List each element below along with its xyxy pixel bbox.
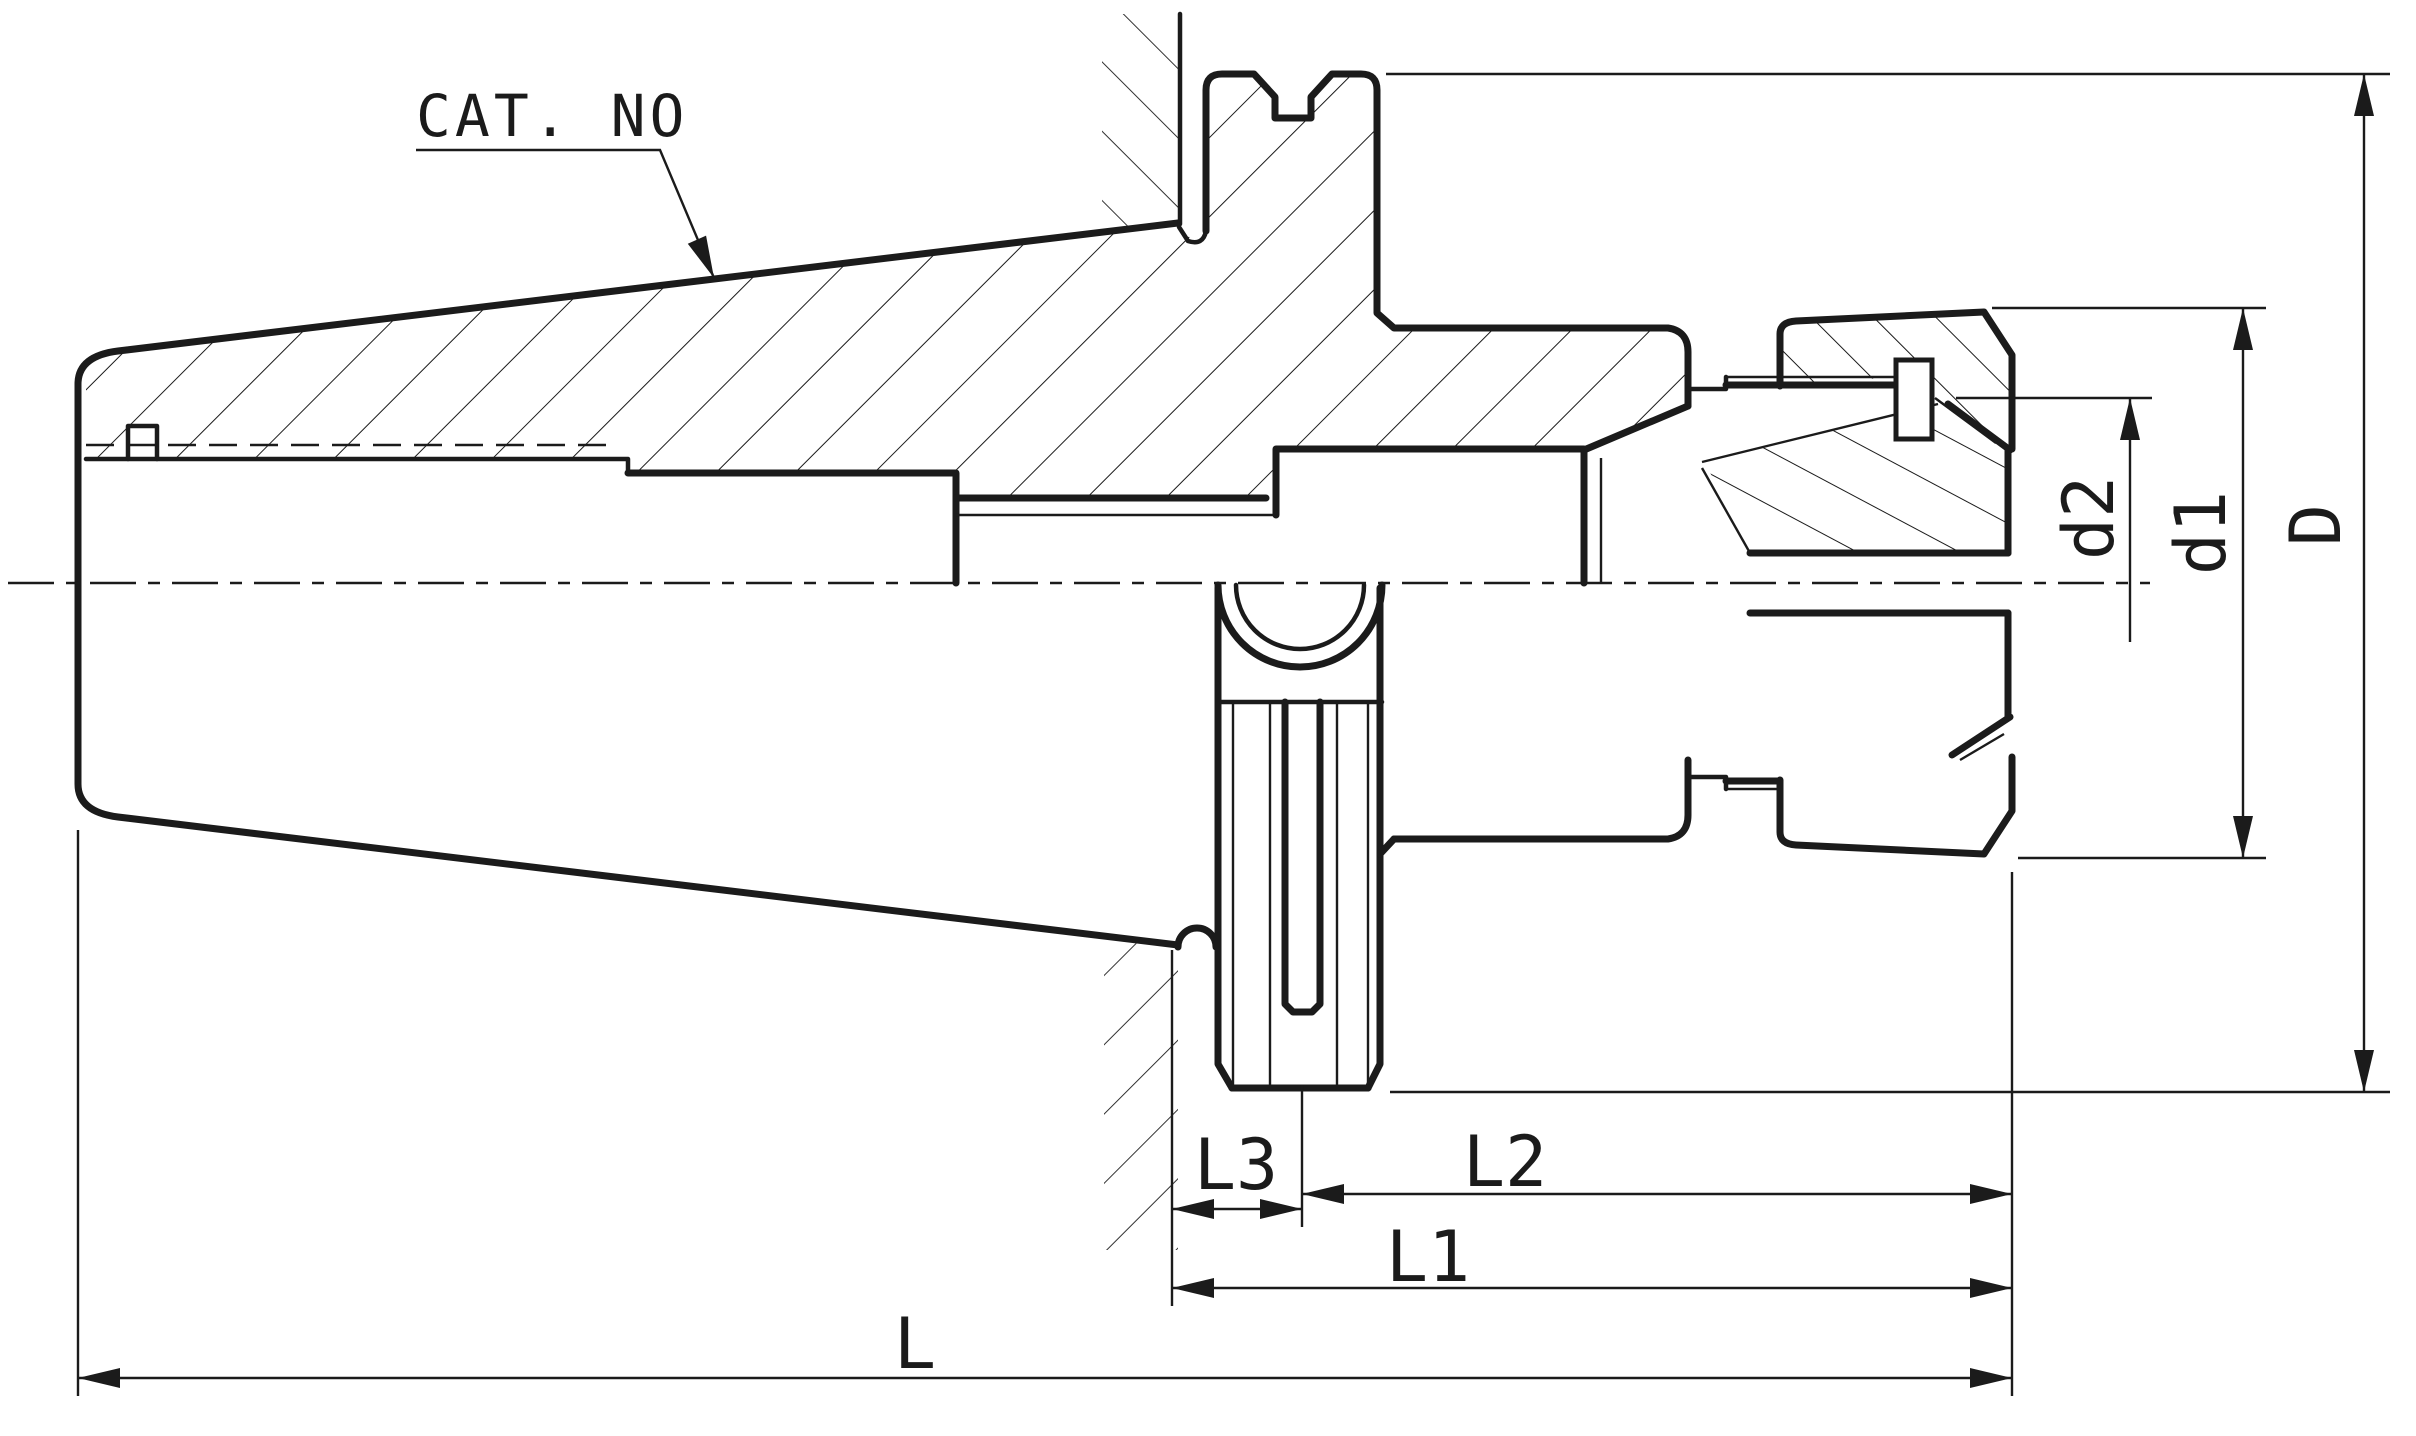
callout-cat-no: CAT. NO — [416, 82, 724, 283]
body-bottom-edge — [1390, 756, 1692, 843]
dim-d2-label: d2 — [2048, 476, 2130, 560]
dim-L-arrow-left — [78, 1368, 120, 1388]
callout-leader-line — [416, 148, 716, 279]
cavity-bore-outline — [1272, 445, 1588, 587]
nut-cone-inner-edge — [1934, 397, 1997, 444]
dim-L: L — [78, 1303, 2012, 1388]
collet-nut — [1685, 308, 2016, 557]
thread-relief-groove — [125, 423, 160, 462]
nut-outline — [1776, 308, 2016, 453]
section-hatch-areas — [86, 14, 2012, 1250]
dim-d1-label: d1 — [2160, 491, 2242, 575]
taper-body-hatch — [86, 74, 1688, 498]
dim-L-label: L — [894, 1303, 936, 1385]
dim-L2-arrow-right — [1970, 1184, 2012, 1204]
flange — [1176, 70, 1692, 454]
dim-L3-label: L3 — [1194, 1124, 1278, 1206]
v-groove-walls — [1281, 698, 1324, 1016]
dim-L1-arrow-right — [1970, 1278, 2012, 1298]
gauge-bump — [1174, 924, 1220, 951]
collet-pocket-cone — [1580, 402, 1692, 454]
dim-d2-arrow-top — [2120, 398, 2140, 440]
dim-L2-label: L2 — [1463, 1121, 1547, 1203]
dim-d1-arrow-bottom — [2233, 816, 2253, 858]
flange-groove-arc-inner — [1233, 582, 1367, 652]
bottom-external-view — [1174, 581, 2016, 1092]
collet-hatch — [1704, 405, 2006, 551]
flange-right-edge — [1364, 584, 1384, 1092]
dim-D-arrow-top — [2354, 74, 2374, 116]
dim-L3: L3 — [1172, 1124, 1302, 1219]
dim-d2: d2 — [2048, 398, 2140, 642]
collet-cone-inner-bottom — [1959, 732, 2005, 762]
collet-cone-edge — [1944, 400, 2014, 454]
collet-rear-cone — [1700, 467, 1752, 554]
nut-extraction-groove — [1893, 357, 1935, 442]
flange-outline — [1202, 70, 1692, 410]
callout-label: CAT. NO — [416, 82, 688, 150]
dim-D: D — [2275, 74, 2374, 1092]
dim-L1: L1 — [1172, 1216, 2012, 1298]
dim-d1: d1 — [2160, 308, 2253, 858]
dim-L1-label: L1 — [1386, 1216, 1470, 1298]
collet-cone-edge-bottom — [1948, 713, 2014, 759]
nut-outline-bottom — [1776, 753, 2016, 858]
dim-D-arrow-bottom — [2354, 1050, 2374, 1092]
spindle-wall-hatch-top — [1102, 14, 1178, 231]
dim-L2: L2 — [1302, 1121, 2012, 1204]
neck-edge-bottom — [1685, 774, 1729, 792]
nut-chamfer-inner-bottom — [1984, 817, 2010, 853]
spindle-wall-hatch-bottom — [1104, 940, 1178, 1250]
dim-L2-arrow-left — [1302, 1184, 1344, 1204]
flange-gauge-fillet — [1176, 224, 1209, 245]
pilot-bore-line — [624, 469, 960, 587]
dim-L1-arrow-left — [1172, 1278, 1214, 1298]
neck-edge — [1685, 374, 1729, 392]
nut-hatch — [1780, 312, 2012, 449]
flange-groove-arc-outer — [1214, 581, 1386, 671]
pullstud-thread-minor-line — [83, 456, 631, 476]
dim-D-label: D — [2275, 504, 2357, 546]
dim-d1-arrow-top — [2233, 308, 2253, 350]
dim-L-arrow-right — [1970, 1368, 2012, 1388]
flange-left-edge — [1214, 584, 1236, 1092]
dimensions: L L1 L2 L3 D — [76, 72, 2390, 1396]
